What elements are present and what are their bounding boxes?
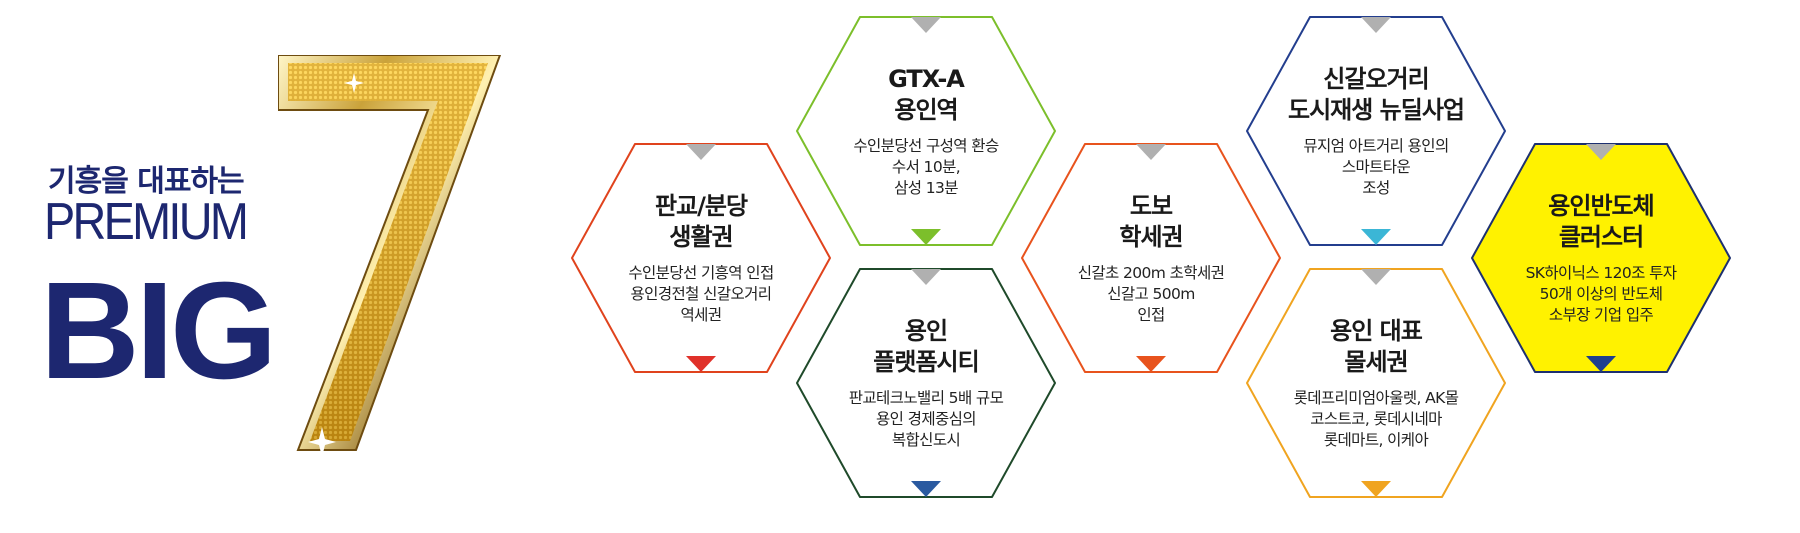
hex-frame (1471, 143, 1731, 373)
premium-text: PREMIUM (44, 193, 249, 251)
hex-frame (796, 268, 1056, 498)
top-marker-icon (1361, 269, 1391, 285)
bottom-marker-icon (911, 481, 941, 497)
hex-shape (1246, 16, 1506, 246)
bottom-marker-icon (686, 356, 716, 372)
hex-description: 수인분당선 기흥역 인접 용인경전철 신갈오거리 역세권 (628, 263, 774, 324)
hex-frame (796, 16, 1056, 246)
hex-description: 뮤지엄 아트거리 용인의 스마트타운 조성 (1303, 136, 1449, 197)
top-marker-icon (1361, 17, 1391, 33)
hex-shape (796, 16, 1056, 246)
hex-description: 롯데프리미엄아울렛, AK몰 코스트코, 롯데시네마 롯데마트, 이케아 (1293, 388, 1459, 449)
hex-frame (571, 143, 831, 373)
top-marker-icon (686, 144, 716, 160)
top-marker-icon (1586, 144, 1616, 160)
hex-title: 용인 플랫폼시티 (873, 316, 979, 376)
hex-title: 용인 대표 몰세권 (1330, 316, 1423, 376)
top-marker-icon (911, 269, 941, 285)
big-text: BIG (40, 254, 277, 408)
sparkle-icon (308, 427, 336, 457)
bottom-marker-icon (1586, 356, 1616, 372)
headline: 기흥을 대표하는 (48, 164, 245, 199)
hex-shape (1246, 268, 1506, 498)
hex-frame (1246, 268, 1506, 498)
hex-shape (796, 268, 1056, 498)
hex-shape (571, 143, 831, 373)
hex-title: 용인반도체 클러스터 (1548, 191, 1654, 251)
bottom-marker-icon (1361, 481, 1391, 497)
hex-description: 신갈초 200m 초학세권 신갈고 500m 인접 (1077, 263, 1225, 324)
top-marker-icon (911, 17, 941, 33)
bottom-marker-icon (911, 229, 941, 245)
hex-shape (1471, 143, 1731, 373)
bottom-marker-icon (1136, 356, 1166, 372)
hex-title: GTX-A 용인역 (888, 64, 965, 124)
hex-frame (1246, 16, 1506, 246)
hex-frame (1021, 143, 1281, 373)
hex-content: 용인반도체 클러스터 SK하이닉스 120조 투자 50개 이상의 반도체 소부장… (1490, 142, 1712, 374)
bottom-marker-icon (1361, 229, 1391, 245)
hex-description: 수인분당선 구성역 환승 수서 10분, 삼성 13분 (853, 136, 999, 197)
gold-seven-logo (278, 55, 502, 457)
hex-description: SK하이닉스 120조 투자 50개 이상의 반도체 소부장 기업 입주 (1525, 263, 1677, 324)
hex-title: 판교/분당 생활권 (654, 191, 748, 251)
hex-description: 판교테크노밸리 5배 규모 용인 경제중심의 복합신도시 (848, 388, 1004, 449)
top-marker-icon (1136, 144, 1166, 160)
hex-title: 도보 학세권 (1119, 191, 1183, 251)
hex-card: 용인반도체 클러스터 SK하이닉스 120조 투자 50개 이상의 반도체 소부장… (1470, 142, 1732, 374)
hex-shape (1021, 143, 1281, 373)
hex-title: 신갈오거리 도시재생 뉴딜사업 (1288, 64, 1465, 124)
